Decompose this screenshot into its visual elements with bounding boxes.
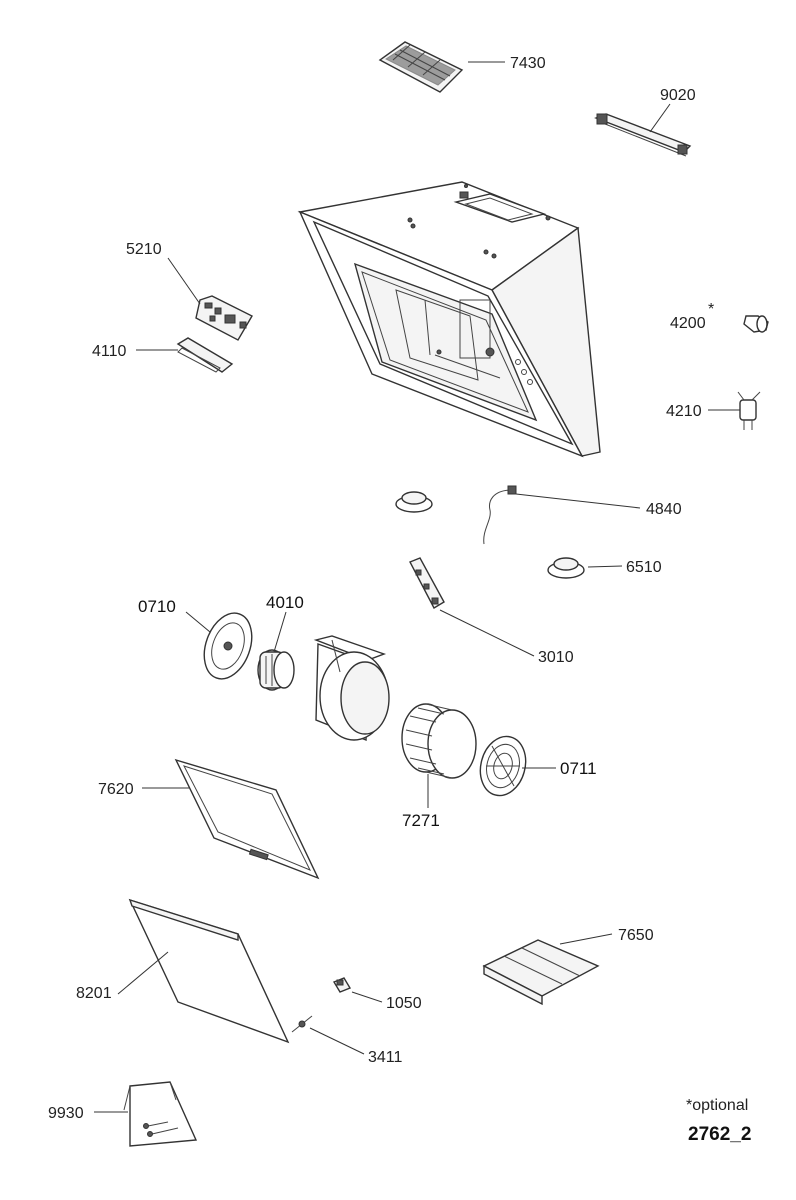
label-4840: 4840 xyxy=(646,501,682,518)
label-6510: 6510 xyxy=(626,559,662,576)
label-1050: 1050 xyxy=(386,995,422,1012)
part-3411-pin xyxy=(291,1015,313,1033)
label-7271: 7271 xyxy=(402,811,440,830)
part-4210-lamp-holder xyxy=(737,391,761,430)
label-4110: 4110 xyxy=(92,343,127,360)
label-0710: 0710 xyxy=(138,597,176,616)
part-7650-carbon-filter xyxy=(482,939,600,1006)
leader-7650 xyxy=(559,933,613,945)
label-9020: 9020 xyxy=(660,87,696,104)
diagram-code: 2762_2 xyxy=(688,1124,751,1145)
part-7271-impeller xyxy=(401,703,477,779)
part-3010-switch xyxy=(409,557,445,609)
label-4200: 4200 xyxy=(670,315,706,332)
leader-1050 xyxy=(351,991,383,1003)
leader-6510 xyxy=(587,565,623,568)
leader-5210 xyxy=(167,257,201,305)
part-hood-body xyxy=(297,181,601,458)
part-1050-clip xyxy=(332,977,352,993)
part-0711-grille xyxy=(479,735,527,797)
label-7430: 7430 xyxy=(510,55,546,72)
part-4010-motor xyxy=(257,649,295,691)
label-4010: 4010 xyxy=(266,593,304,612)
part-8201-glass-panel xyxy=(128,898,290,1044)
leader-3411 xyxy=(309,1027,365,1055)
leader-0710 xyxy=(185,611,211,633)
label-5210: 5210 xyxy=(126,241,162,258)
label-7650: 7650 xyxy=(618,927,654,944)
label-9930: 9930 xyxy=(48,1105,84,1122)
part-knob-left xyxy=(395,491,433,513)
part-9020-strip xyxy=(594,113,692,157)
leader-4010 xyxy=(273,611,287,653)
part-4840-cable xyxy=(483,485,517,545)
label-8201: 8201 xyxy=(76,985,112,1002)
label-3010: 3010 xyxy=(538,649,574,666)
part-0710-motor-bracket xyxy=(203,612,253,680)
part-4200-lamp xyxy=(743,315,769,333)
optional-note: *optional xyxy=(686,1097,748,1114)
leader-8201 xyxy=(117,951,169,995)
label-4210: 4210 xyxy=(666,403,702,420)
part-fan-housing xyxy=(313,635,390,742)
part-6510-knob xyxy=(547,557,585,579)
part-4110-holder xyxy=(176,337,234,373)
label-4200-asterisk: * xyxy=(708,301,714,318)
label-0711: 0711 xyxy=(560,759,597,778)
leader-4840 xyxy=(515,493,641,509)
label-7620: 7620 xyxy=(98,781,134,798)
part-5210-control-board xyxy=(195,295,253,341)
part-9930-fixing-kit xyxy=(123,1081,198,1147)
label-3411: 3411 xyxy=(368,1049,403,1066)
part-7430-filter-cassette xyxy=(378,41,464,93)
leader-3010 xyxy=(439,609,535,657)
part-7620-filter-frame xyxy=(174,758,320,880)
leader-9020 xyxy=(649,103,671,133)
